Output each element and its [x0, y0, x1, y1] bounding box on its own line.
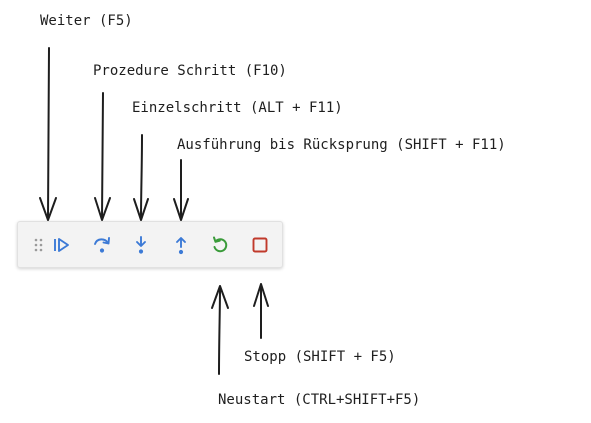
arrow-continue — [39, 47, 57, 221]
label-step-over: Prozedure Schritt (F10) — [93, 63, 287, 79]
continue-icon[interactable] — [48, 232, 74, 258]
arrow-step-into — [133, 134, 149, 221]
step-into-icon[interactable] — [128, 232, 154, 258]
arrow-step-over — [94, 92, 111, 221]
step-over-icon[interactable] — [89, 232, 115, 258]
label-step-out: Ausführung bis Rücksprung (SHIFT + F11) — [177, 137, 506, 153]
arrow-step-out — [173, 159, 189, 221]
debug-toolbar — [17, 221, 283, 268]
restart-icon[interactable] — [207, 232, 233, 258]
gripper-icon[interactable] — [26, 232, 52, 258]
label-stop: Stopp (SHIFT + F5) — [244, 349, 396, 365]
arrow-stop — [253, 283, 269, 339]
label-step-into: Einzelschritt (ALT + F11) — [132, 100, 343, 116]
arrow-restart — [211, 285, 229, 375]
label-continue: Weiter (F5) — [40, 13, 133, 29]
stop-icon[interactable] — [247, 232, 273, 258]
label-restart: Neustart (CTRL+SHIFT+F5) — [218, 392, 421, 408]
step-out-icon[interactable] — [168, 232, 194, 258]
